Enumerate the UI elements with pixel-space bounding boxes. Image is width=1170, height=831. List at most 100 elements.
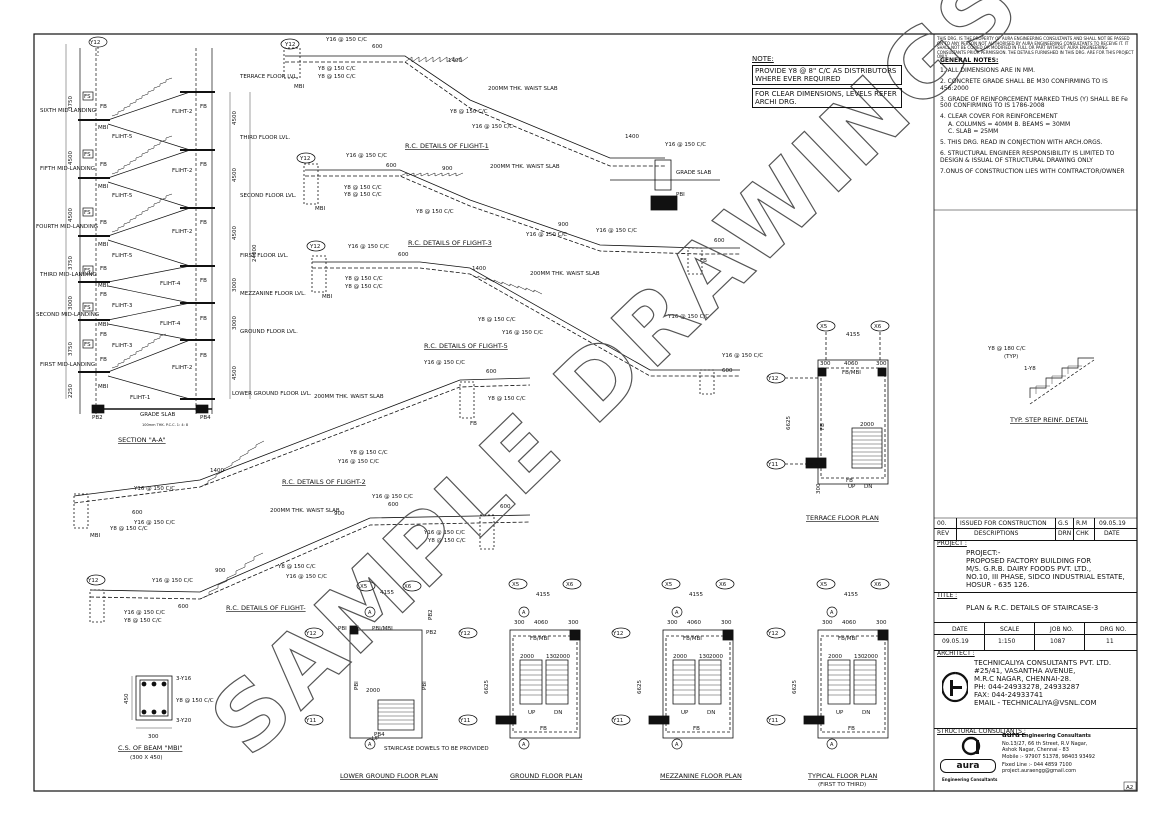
drawing-annotation: Y12 [767, 631, 778, 637]
drawing-annotation: 300 [148, 734, 159, 740]
drawing-annotation: 300 [514, 620, 525, 626]
flight-2-title: R.C. DETAILS OF FLIGHT-2 [282, 478, 366, 486]
title-label: TITLE : [937, 592, 958, 599]
flight-1-detail [296, 152, 740, 275]
drawing-annotation: 3750 [68, 342, 74, 356]
general-notes: GENERAL NOTES: 1. ALL DIMENSIONS ARE IN … [940, 57, 1134, 176]
drawing-annotation: Y8 @ 150 C/C [343, 192, 382, 198]
drawing-annotation: Y8 @ 150 C/C [317, 74, 356, 80]
drawing-annotation: MBI [90, 533, 101, 539]
aura-sub: Engineering Consultants [1021, 733, 1091, 739]
section-title: SECTION "A-A" [118, 436, 166, 444]
section-markers [364, 606, 838, 750]
drawing-title: PLAN & R.C. DETAILS OF STAIRCASE-3 [966, 603, 1099, 612]
drawing-annotation: MBI [294, 84, 305, 90]
architect-line: M.R.C NAGAR, CHENNAI-28. [974, 674, 1072, 683]
fb-label: FB [200, 316, 207, 322]
fb-label: FB [100, 220, 107, 226]
note-box: NOTE: PROVIDE Y8 @ 8" C/C AS DISTRIBUTOR… [752, 55, 902, 109]
drawing-annotation: UP [681, 710, 689, 716]
drawing-annotation: 2000 [520, 654, 534, 660]
drawing-annotation: Y12 [459, 631, 470, 637]
drawing-annotation: Y8 @ 150 C/C [487, 396, 526, 402]
drawing-annotation: 600 [386, 163, 397, 169]
drawing-annotation: PBI [338, 626, 347, 632]
drawing-annotation: Y8 @ 150 C/C [109, 526, 148, 532]
flight-1-detail-bottom [86, 514, 531, 623]
drawing-annotation: Y16 @ 150 C/C [337, 459, 379, 465]
info-header: JOB NO. [1050, 626, 1074, 633]
drawing-annotation: Y11 [612, 718, 623, 724]
drawing-annotation: A [522, 742, 526, 748]
drawing-annotation: 3000 [232, 278, 238, 292]
flight-label: FLIHT-2 [172, 168, 192, 174]
flight-label: FLIHT-2 [172, 229, 192, 235]
project-block: PROJECT : PROJECT:- PROPOSED FACTORY BUI… [934, 540, 1137, 593]
drawing-annotation: Y16 @ 150 C/C [371, 494, 413, 500]
info-header: DRG NO. [1100, 626, 1127, 633]
drawing-annotation: Y11 [767, 462, 778, 468]
drawing-annotation: UP [836, 710, 844, 716]
drawing-annotation: A [675, 610, 679, 616]
terrace-plan [766, 320, 890, 485]
step-title: TYP. STEP REINF. DETAIL [1009, 416, 1088, 424]
fb-label: FB [100, 292, 107, 298]
drawing-annotation: Y8 @ 150 C/C [349, 450, 388, 456]
floor-label-first: FIRST FLOOR LVL. [240, 253, 289, 259]
drawing-annotation: X6 [404, 584, 412, 590]
note-title: NOTE: [752, 55, 774, 63]
drawing-annotation: A [830, 610, 834, 616]
fs-label: FS [84, 342, 91, 348]
lower-ground-plan-title: LOWER GROUND FLOOR PLAN [340, 772, 438, 780]
revision-date: 09.05.19 [1099, 520, 1126, 527]
info-date: 09.05.19 [942, 638, 969, 645]
drawing-annotation: 300 [816, 483, 822, 494]
revision-table: 00. ISSUED FOR CONSTRUCTION G.S R.M 09.0… [934, 518, 1137, 541]
landing-label-fourth: FOURTH MID-LANDING [36, 224, 98, 230]
watermark: SAMPLE DRAWINGS [191, 0, 1041, 776]
drawing-annotation: 600 [398, 252, 409, 258]
drawing-annotation: UP [848, 484, 856, 490]
structural-line: Ashok Nagar, Chennai - 83 [1002, 746, 1069, 753]
project-line: NO.10, III PHASE, SIDCO INDUSTRIAL ESTAT… [966, 573, 1125, 582]
flight-3-detail-top [280, 38, 720, 211]
drawing-annotation: Y8 @ 150 C/C [277, 564, 316, 570]
drawing-annotation: 2000 [556, 654, 570, 660]
drawing-annotation: 600 [372, 44, 383, 50]
drawing-annotation: 2000 [673, 654, 687, 660]
drawing-annotation: Y8 @ 150 C/C [175, 698, 214, 704]
drawing-annotation: 300 [822, 620, 833, 626]
drawing-annotation: Y12 [309, 244, 320, 250]
drawing-annotation: X6 [874, 324, 882, 330]
drawing-title-block: TITLE : PLAN & R.C. DETAILS OF STAIRCASE… [934, 592, 1137, 623]
project-line: HOSUR - 635 126. [966, 581, 1030, 590]
drawing-annotation: FB [700, 258, 707, 264]
drawing-annotation: 600 [722, 368, 733, 374]
general-note: A. COLUMNS = 40MM B. BEAMS = 30MM [948, 121, 1071, 129]
drawing-annotation: Y12 [299, 156, 310, 162]
drawing-annotation: 4500 [232, 366, 238, 380]
drawing-annotation: 130 [854, 654, 865, 660]
fb-label: FB [200, 162, 207, 168]
drawing-annotation: 4155 [380, 590, 394, 596]
drawing-annotation: 4060 [687, 620, 701, 626]
drawing-annotation: A [830, 742, 834, 748]
drawing-annotation: Y16 @ 150 C/C [285, 574, 327, 580]
section-grid-bubble: Y12 [89, 40, 100, 46]
drawing-annotation: Y16 @ 150 C/C [133, 486, 175, 492]
structural-label: STRUCTURAL CONSULTANTS : [937, 728, 1026, 735]
drawing-annotation: MBI [315, 206, 326, 212]
terrace-plan-title: TERRACE FLOOR PLAN [805, 514, 879, 522]
drawing-annotation: A [675, 742, 679, 748]
section-labels: Y12 TERRACE FLOOR LVL. THIRD FLOOR LVL. … [36, 40, 312, 444]
drawing-annotation: 900 [334, 511, 345, 517]
drawing-annotation: Y16 @ 150 C/C [664, 142, 706, 148]
lower-ground-plan [304, 580, 423, 739]
drawing-annotation: X5 [512, 582, 520, 588]
drawing-annotation: Y11 [305, 718, 316, 724]
fs-label: FS [84, 152, 91, 158]
project-line: M/S. G.R.B. DAIRY FOODS PVT. LTD., [966, 564, 1092, 573]
mbi-label: MBI [98, 125, 109, 131]
drawing-annotation: X6 [719, 582, 727, 588]
structural-line: Fixed Line :- 044 4859 7100 [1002, 762, 1072, 768]
